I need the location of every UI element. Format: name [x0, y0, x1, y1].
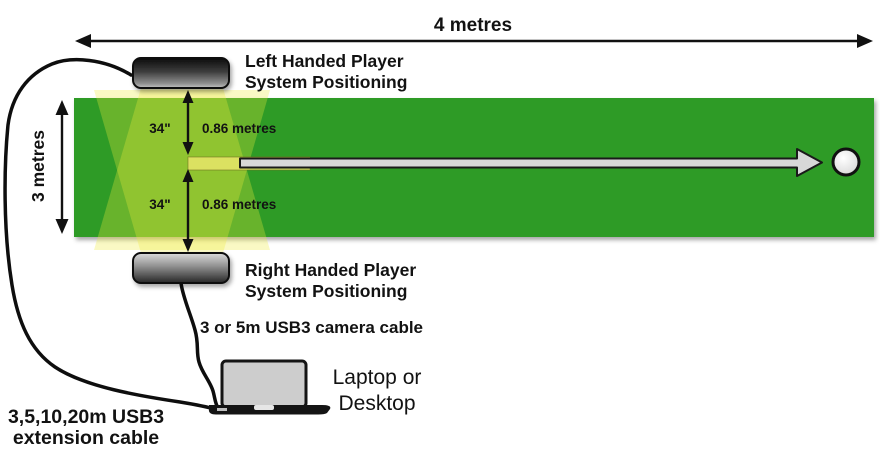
arrow-down-icon: [182, 239, 194, 252]
right-player-label-line2: System Positioning: [245, 281, 407, 301]
camera-cable-label: 3 or 5m USB3 camera cable: [200, 318, 423, 337]
height-dimension-label: 3 metres: [28, 130, 48, 202]
width-dimension-arrow: 4 metres: [75, 15, 873, 48]
laptop: [208, 359, 331, 415]
left-player-label-line2: System Positioning: [245, 72, 407, 92]
bottom-inches-label: 34": [149, 197, 170, 212]
usb3-extension-cable: [3, 58, 216, 411]
bottom-camera-fov-beam: [94, 90, 270, 253]
laptop-notch: [254, 405, 274, 410]
width-dimension-label: 4 metres: [434, 15, 512, 36]
computer-label-line1: Laptop or: [333, 366, 422, 389]
bottom-distance-arrow: [182, 169, 194, 252]
arrow-up-icon: [182, 90, 194, 103]
left-player-label-line1: Left Handed Player: [245, 51, 404, 71]
arrow-down-icon: [55, 219, 69, 234]
bottom-metres-label: 0.86 metres: [202, 197, 276, 212]
height-dimension-arrow: 3 metres: [28, 100, 69, 234]
usb3-camera-cable: [179, 281, 220, 410]
arrow-down-icon: [182, 142, 194, 155]
top-inches-label: 34": [149, 121, 170, 136]
top-camera-fov-beam: [94, 88, 270, 250]
right-player-label-line1: Right Handed Player: [245, 260, 416, 280]
bottom-camera-unit: [132, 252, 230, 284]
extension-cable-label-line2: extension cable: [13, 427, 159, 449]
arrow-up-icon: [55, 100, 69, 115]
laptop-ports: [217, 408, 227, 411]
extension-cable-label-line1: 3,5,10,20m USB3: [8, 406, 164, 428]
computer-label-line2: Desktop: [338, 392, 415, 415]
top-distance-arrow: [182, 90, 194, 155]
top-camera-unit: [132, 57, 230, 89]
laptop-screen: [220, 359, 308, 409]
arrow-left-icon: [75, 34, 91, 48]
arrow-right-icon: [857, 34, 873, 48]
putt-direction-arrow: [239, 148, 823, 177]
top-metres-label: 0.86 metres: [202, 121, 276, 136]
arrow-up-icon: [182, 169, 194, 182]
golf-ball: [831, 147, 861, 177]
